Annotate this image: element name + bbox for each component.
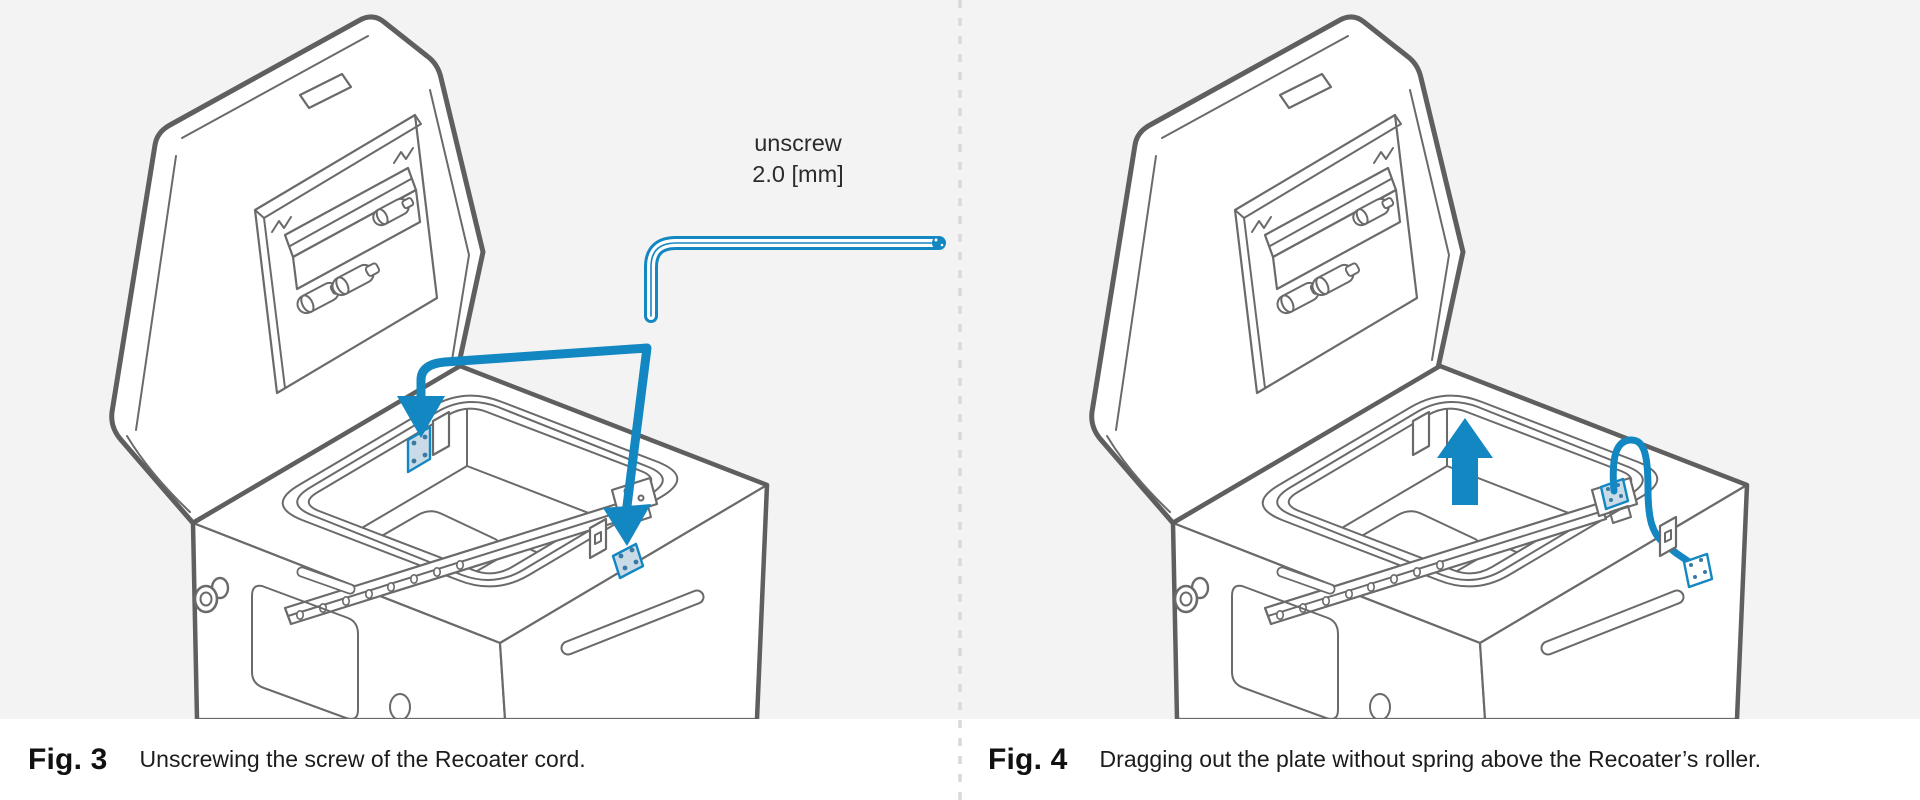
tool-size-label-line1: unscrew xyxy=(754,130,843,156)
figure-4-caption-row: Fig. 4 Dragging out the plate without sp… xyxy=(960,719,1920,800)
tool-size-label-line2: 2.0 [mm] xyxy=(752,161,843,187)
allen-key-icon xyxy=(644,236,946,323)
bracket-tab xyxy=(588,517,608,560)
down-arrows-icon xyxy=(397,343,652,546)
figure-panels: unscrew 2.0 [mm] xyxy=(0,0,1920,719)
figure-4-label: Fig. 4 xyxy=(988,742,1068,776)
figure-4-caption: Dragging out the plate without spring ab… xyxy=(1099,746,1761,772)
dragged-plate xyxy=(1682,552,1714,589)
caption-strip: Fig. 3 Unscrewing the screw of the Recoa… xyxy=(0,719,1920,800)
figure-3-label: Fig. 3 xyxy=(28,742,108,776)
figure-4-illustration xyxy=(960,0,1920,719)
figure-4-panel xyxy=(960,0,1920,719)
up-arrow-icon xyxy=(1437,418,1493,505)
recoater-cord xyxy=(1609,436,1699,570)
figure-3-illustration: unscrew 2.0 [mm] xyxy=(0,0,946,719)
figure-3-caption-row: Fig. 3 Unscrewing the screw of the Recoa… xyxy=(0,719,960,800)
bracket-tab xyxy=(1658,515,1678,558)
figure-3-caption: Unscrewing the screw of the Recoater cor… xyxy=(139,746,586,772)
screw-plate-deck xyxy=(611,542,645,580)
down-arrow-right-icon xyxy=(603,504,651,546)
figure-3-panel: unscrew 2.0 [mm] xyxy=(0,0,960,719)
down-arrow-left-icon xyxy=(397,396,445,438)
